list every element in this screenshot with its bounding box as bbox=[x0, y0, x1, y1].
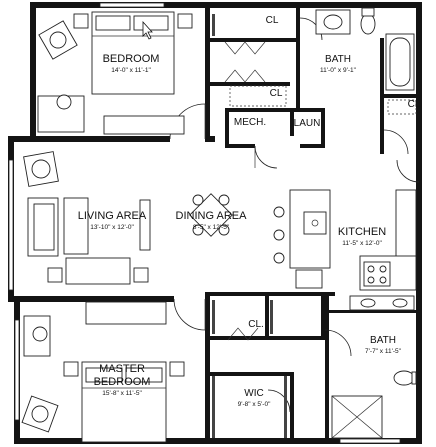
dining-table bbox=[189, 193, 233, 237]
living-furniture bbox=[23, 151, 151, 285]
bottom-bath-fixtures bbox=[331, 295, 417, 439]
master-bedroom-label-line1: MASTER bbox=[99, 363, 145, 375]
living-area-label: LIVING AREA bbox=[78, 210, 147, 222]
kitchen-fixtures bbox=[273, 189, 417, 291]
bath-top-label: BATH bbox=[325, 54, 351, 65]
kitchen-dimensions: 11'-5" x 12'-0" bbox=[342, 240, 382, 247]
living-armchair bbox=[23, 151, 59, 187]
room-labels: BEDROOM 14'-0" x 11'-1" BATH 11'-0" x 9'… bbox=[78, 15, 421, 408]
wic-dimensions: 9'-8" x 5'-0" bbox=[238, 401, 271, 408]
windows bbox=[8, 2, 401, 444]
dining-area-label: DINING AREA bbox=[176, 210, 248, 222]
closet-shelves bbox=[212, 14, 417, 438]
dining-area-dimensions: 8'-5" x 12'-5" bbox=[193, 224, 230, 231]
laun-label: LAUN bbox=[294, 118, 321, 129]
closet-right-label: CL bbox=[408, 99, 421, 110]
master-bedroom-label-line2: BEDROOM bbox=[94, 376, 151, 388]
master-armchair bbox=[21, 395, 59, 433]
living-area-dimensions: 13'-10" x 12'-0" bbox=[90, 224, 134, 231]
interior-walls bbox=[14, 2, 422, 444]
closet-bottom-label: CL. bbox=[248, 319, 264, 330]
wic-label: WIC bbox=[244, 388, 263, 399]
closet-top-label: CL bbox=[266, 15, 279, 26]
bath-bottom-label: BATH bbox=[370, 335, 396, 346]
bedroom-dimensions: 14'-0" x 11'-1" bbox=[111, 67, 151, 74]
kitchen-label: KITCHEN bbox=[338, 226, 386, 238]
bedroom-armchair bbox=[38, 20, 78, 60]
top-bath-fixtures bbox=[315, 7, 415, 91]
closet-mid-label: CL bbox=[270, 88, 283, 99]
bath-top-dimensions: 11'-0" x 9'-1" bbox=[320, 67, 357, 74]
bedroom-label: BEDROOM bbox=[103, 53, 160, 65]
doors bbox=[169, 17, 420, 413]
bedroom-furniture bbox=[37, 11, 193, 135]
master-bedroom-dimensions: 15'-8" x 11'-5" bbox=[102, 390, 142, 397]
mouse-cursor-icon bbox=[142, 20, 153, 40]
bath-bottom-dimensions: 7'-7" x 11'-5" bbox=[365, 348, 402, 355]
master-bedroom-furniture bbox=[21, 301, 185, 443]
mech-label: MECH. bbox=[234, 117, 266, 128]
